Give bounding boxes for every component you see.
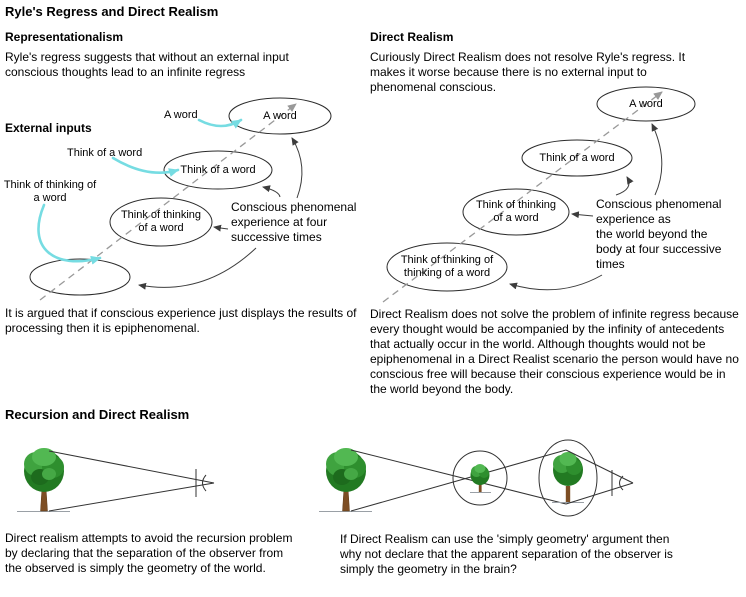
annotation-line: experience as (596, 212, 671, 226)
thought-ellipse-3 (462, 188, 570, 236)
sight-line-bottom (48, 482, 215, 512)
thought-ellipse-label-2: Think of a word (539, 152, 615, 164)
annotation-arrow-to-2 (262, 185, 281, 198)
right-annotation: Conscious phenomenal experience as the w… (596, 197, 721, 272)
direct-realism-heading: Direct Realism (370, 30, 454, 44)
annotation-line: experience at four (231, 215, 328, 229)
recursion-heading: Recursion and Direct Realism (5, 407, 190, 422)
annotation-line: times (596, 257, 625, 271)
representationalism-diagram (29, 97, 332, 301)
annotation-arrow-to-3 (213, 224, 229, 232)
input-arrow-think (111, 156, 180, 177)
lens-circle (452, 450, 508, 506)
thought-ellipse-4 (386, 242, 508, 292)
tree-icon (326, 448, 366, 512)
annotation-arrow-to-4 (509, 274, 603, 291)
recursion-left-caption: Direct realism attempts to avoid the rec… (5, 531, 293, 575)
thought-ellipse-empty (29, 258, 131, 296)
representationalism-heading: Representationalism (5, 30, 124, 44)
left-annotation: Conscious phenomenal experience at four … (231, 200, 356, 245)
small-tree-icon (470, 464, 491, 493)
recursion-right-caption: If Direct Realism can use the 'simply ge… (340, 532, 673, 576)
regress-dashed-arrow (382, 91, 663, 303)
page-title: Ryle's Regress and Direct Realism (5, 4, 219, 19)
annotation-arrow-to-1 (291, 137, 303, 199)
brain-image-ellipse (538, 439, 598, 517)
input-label-think: Think of a word (67, 147, 143, 159)
input-label-think-thinking: Think of thinking of a word (3, 179, 97, 204)
thought-ellipse-label-1: A word (629, 98, 663, 110)
recursion-left-diagram (17, 448, 215, 512)
representationalism-intro: Ryle's regress suggests that without an … (5, 50, 289, 79)
annotation-arrow-to-2 (615, 176, 634, 196)
annotation-line: Conscious phenomenal (231, 200, 357, 214)
annotation-arrow-to-1 (651, 123, 663, 196)
crossing-ray-top (350, 449, 567, 505)
annotation-line: body at four successive (596, 242, 722, 256)
annotation-line: the world beyond the (596, 227, 708, 241)
medium-tree-icon (552, 452, 584, 503)
direct-realism-intro: Curiously Direct Realism does not resolv… (370, 50, 686, 94)
annotation-arrow-to-3 (571, 211, 594, 219)
thought-ellipse-label-3: Think of thinking of a word (120, 209, 202, 234)
external-inputs-label: External inputs (5, 121, 92, 135)
sight-line-top (48, 450, 215, 484)
representationalism-footer: It is argued that if conscious experienc… (5, 306, 357, 335)
thought-ellipse-label-4: Think of thinking of thinking of a word (400, 254, 494, 279)
sight-line-bottom (565, 482, 634, 505)
thought-ellipse-label-3: Think of thinking of a word (475, 199, 557, 224)
recursion-right-diagram (319, 439, 634, 517)
direct-realism-diagram (382, 86, 696, 303)
input-arrow-think-thinking (37, 203, 102, 265)
thought-ellipse-label-2: Think of a word (180, 164, 256, 176)
regress-dashed-arrow (39, 103, 297, 301)
annotation-arrow-to-4 (138, 247, 257, 290)
input-arrow-word (197, 118, 243, 129)
tree-icon (24, 448, 64, 512)
direct-realism-footer: Direct Realism does not solve the proble… (370, 307, 739, 396)
thought-ellipse-2 (163, 150, 273, 190)
annotation-line: successive times (231, 230, 322, 244)
thought-ellipse-label-1: A word (263, 110, 297, 122)
annotation-line: Conscious phenomenal (596, 197, 722, 211)
crossing-ray-bottom (350, 449, 567, 512)
thought-ellipse-2 (521, 139, 633, 177)
eye-icon (611, 470, 624, 496)
eye-icon (195, 469, 207, 497)
thought-ellipse-3 (109, 197, 213, 247)
input-label-word: A word (164, 109, 198, 121)
